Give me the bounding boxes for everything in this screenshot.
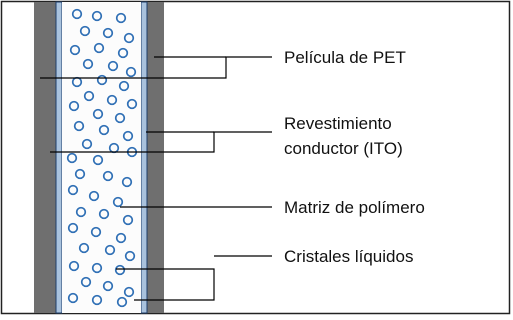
liquid-crystal-droplet bbox=[98, 208, 110, 220]
liquid-crystal-droplet bbox=[121, 176, 133, 188]
label-ito-coating-line2: conductor (ITO) bbox=[284, 139, 403, 158]
liquid-crystal-droplet bbox=[98, 124, 110, 136]
liquid-crystal-droplet bbox=[107, 60, 119, 72]
leader-liquid-crystals bbox=[116, 268, 215, 301]
label-ito-coating-line1: Revestimiento bbox=[284, 114, 392, 133]
liquid-crystal-droplet bbox=[123, 286, 135, 298]
label-polymer-matrix: Matriz de polímero bbox=[284, 198, 425, 217]
liquid-crystal-droplet bbox=[74, 168, 86, 180]
liquid-crystal-droplet bbox=[117, 47, 129, 59]
liquid-crystal-droplet bbox=[68, 260, 80, 272]
liquid-crystal-droplet bbox=[102, 280, 114, 292]
liquid-crystal-droplet bbox=[118, 80, 130, 92]
liquid-crystal-droplet bbox=[125, 66, 137, 78]
liquid-crystal-droplet bbox=[124, 250, 136, 262]
liquid-crystal-droplet bbox=[93, 42, 105, 54]
liquid-crystal-droplet bbox=[83, 90, 95, 102]
liquid-crystal-droplet bbox=[78, 242, 90, 254]
ito-coating-right bbox=[140, 1, 148, 314]
liquid-crystal-droplet bbox=[116, 296, 128, 308]
liquid-crystal-droplet bbox=[106, 94, 118, 106]
liquid-crystal-droplet bbox=[115, 12, 127, 24]
liquid-crystal-droplet bbox=[71, 8, 83, 20]
ito-coating-left bbox=[55, 1, 63, 314]
label-pet-film: Película de PET bbox=[284, 48, 406, 67]
liquid-crystal-droplet bbox=[92, 154, 104, 166]
leader-pet-film bbox=[40, 56, 272, 79]
leader-lines bbox=[40, 56, 272, 301]
liquid-crystal-droplet bbox=[96, 74, 108, 86]
label-liquid-crystals: Cristales líquidos bbox=[284, 247, 413, 266]
liquid-crystal-droplet bbox=[90, 226, 102, 238]
liquid-crystal-droplet bbox=[92, 108, 104, 120]
liquid-crystal-droplet bbox=[102, 27, 114, 39]
leader-ito-coating bbox=[50, 131, 272, 153]
liquid-crystal-droplet bbox=[67, 184, 79, 196]
liquid-crystal-droplet bbox=[112, 196, 124, 208]
liquid-crystal-droplet bbox=[73, 120, 85, 132]
pet-film-right bbox=[147, 2, 164, 313]
liquid-crystal-droplet bbox=[75, 206, 87, 218]
liquid-crystal-droplet bbox=[67, 222, 79, 234]
liquid-crystal-droplet bbox=[104, 244, 116, 256]
liquid-crystal-droplet bbox=[88, 190, 100, 202]
liquid-crystal-droplet bbox=[91, 10, 103, 22]
liquid-crystal-droplet bbox=[82, 58, 94, 70]
liquid-crystal-droplet bbox=[91, 294, 103, 306]
liquid-crystal-droplet bbox=[80, 276, 92, 288]
liquid-crystal-droplet bbox=[66, 152, 78, 164]
liquid-crystal-droplet bbox=[114, 112, 126, 124]
liquid-crystal-droplet bbox=[79, 25, 91, 37]
liquid-crystal-droplet bbox=[67, 292, 79, 304]
pet-film-left bbox=[34, 2, 56, 313]
liquid-crystal-droplet bbox=[91, 262, 103, 274]
liquid-crystal-droplet bbox=[126, 98, 138, 110]
liquid-crystal-droplet bbox=[115, 232, 127, 244]
liquid-crystal-droplet bbox=[69, 44, 81, 56]
liquid-crystal-droplet bbox=[122, 130, 134, 142]
liquid-crystal-droplet bbox=[68, 100, 80, 112]
liquid-crystal-droplets bbox=[66, 8, 138, 308]
liquid-crystal-droplet bbox=[81, 138, 93, 150]
liquid-crystal-droplet bbox=[123, 32, 135, 44]
liquid-crystal-droplet bbox=[114, 264, 126, 276]
liquid-crystal-droplet bbox=[102, 170, 114, 182]
liquid-crystal-droplet bbox=[122, 214, 134, 226]
